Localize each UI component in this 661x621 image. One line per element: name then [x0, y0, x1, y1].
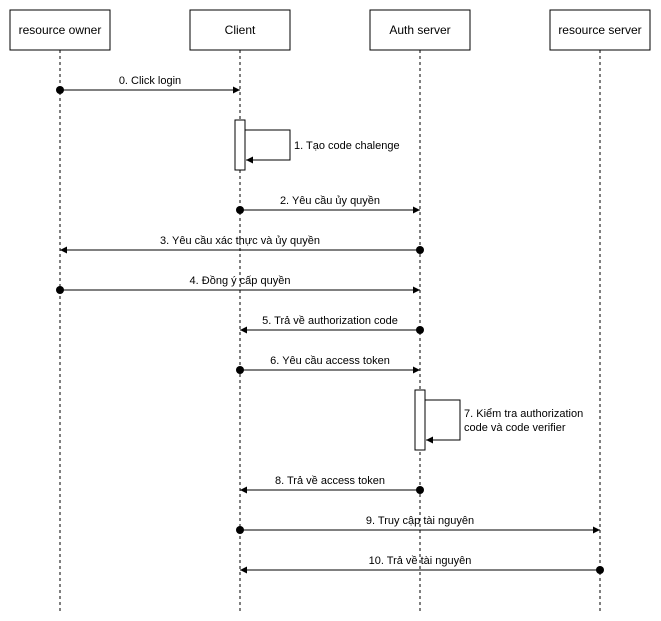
actor-label: resource owner — [19, 23, 102, 37]
message-5: 5. Trả về authorization code — [240, 315, 424, 334]
message-label: 9. Truy cập tài nguyên — [366, 515, 474, 527]
message-3: 3. Yêu cầu xác thực và ủy quyền — [60, 235, 424, 254]
message-label-line-1: 7. Kiểm tra authorization — [464, 408, 583, 420]
actor-client: Client — [189, 9, 291, 51]
actor-resource-server: resource server — [549, 9, 651, 51]
message-6: 6. Yêu cầu access token — [236, 355, 420, 374]
actor-label: resource server — [558, 23, 641, 37]
actor-auth-server: Auth server — [369, 9, 471, 51]
message-10: 10. Trả về tài nguyên — [240, 555, 604, 574]
actor-label: Client — [225, 23, 256, 37]
message-label: 10. Trả về tài nguyên — [369, 555, 472, 567]
message-arrow — [425, 399, 461, 444]
message-label: 1. Tạo code chalenge — [294, 140, 400, 152]
message-arrow — [245, 129, 291, 164]
message-label: 4. Đồng ý cấp quyền — [190, 275, 291, 287]
message-label: 6. Yêu cầu access token — [270, 355, 390, 367]
message-9: 9. Truy cập tài nguyên — [236, 515, 600, 534]
message-2: 2. Yêu cầu ủy quyền — [236, 195, 420, 214]
message-label: 2. Yêu cầu ủy quyền — [280, 195, 380, 207]
message-label-line-2: code và code verifier — [464, 422, 566, 434]
message-7-self: 7. Kiểm tra authorization code và code v… — [425, 399, 583, 444]
message-label: 5. Trả về authorization code — [262, 315, 398, 327]
activation-client — [234, 119, 246, 171]
message-label: 0. Click login — [119, 75, 181, 87]
actor-label: Auth server — [389, 23, 450, 37]
message-0: 0. Click login — [56, 75, 240, 94]
activation-auth-server — [414, 389, 426, 451]
message-8: 8. Trả về access token — [240, 475, 424, 494]
actor-resource-owner: resource owner — [9, 9, 111, 51]
message-label: 3. Yêu cầu xác thực và ủy quyền — [160, 235, 320, 247]
message-1-self: 1. Tạo code chalenge — [245, 129, 400, 164]
message-label: 8. Trả về access token — [275, 475, 385, 487]
message-4: 4. Đồng ý cấp quyền — [56, 275, 420, 294]
